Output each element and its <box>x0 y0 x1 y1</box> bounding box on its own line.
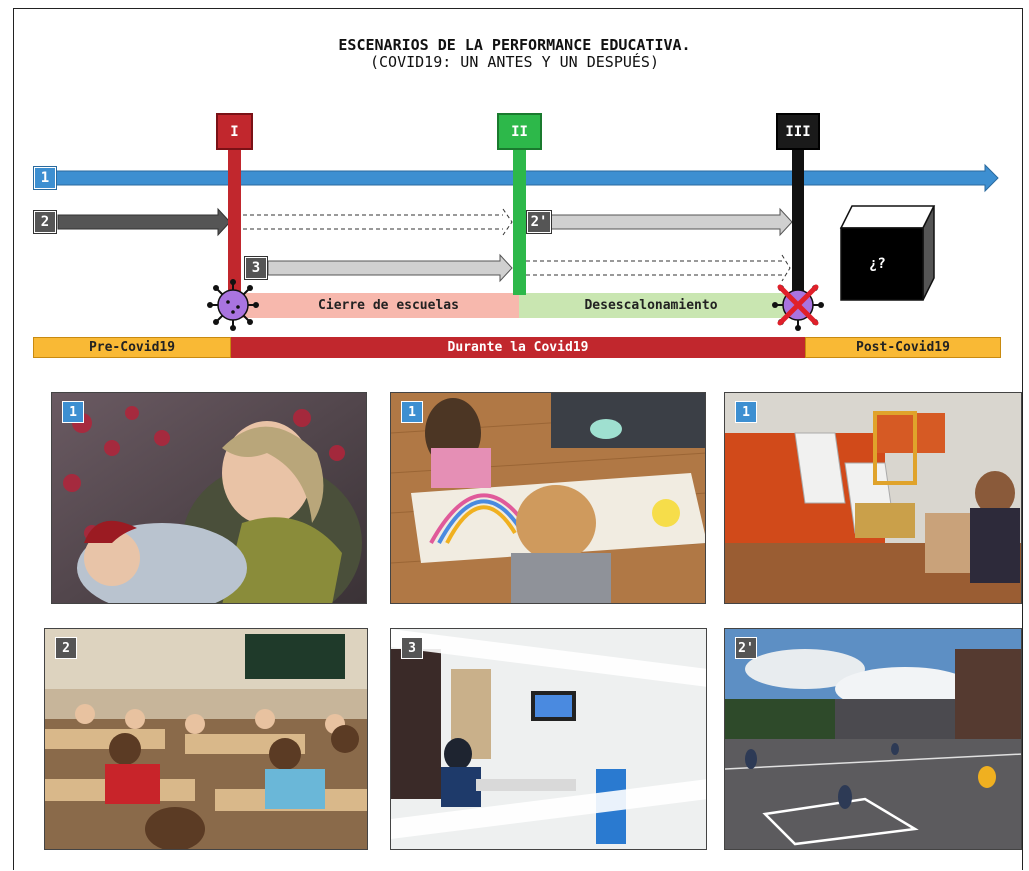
arrow-badge-1: 1 <box>33 166 57 190</box>
phase-bar-desescalonamiento <box>519 293 797 318</box>
photo-online-class-image <box>391 629 706 849</box>
arrow-badge-2prime: 2' <box>526 210 552 234</box>
diagram-title: ESCENARIOS DE LA PERFORMANCE EDUCATIVA. <box>338 36 691 54</box>
arrow-3-dashed <box>526 254 791 282</box>
photo-classroom-image <box>45 629 367 849</box>
milestone-line-II <box>513 150 526 295</box>
arrow-badge-3: 3 <box>244 256 268 280</box>
photo-mother-child: 1 <box>51 392 367 604</box>
timeline-diagram <box>54 150 999 331</box>
arrow-2prime <box>549 207 793 237</box>
photo-children-drawing: 1 <box>390 392 706 604</box>
virus-icon <box>207 279 259 331</box>
photo-badge: 1 <box>735 401 757 423</box>
photo-mother-child-image <box>52 393 366 603</box>
arrow-1 <box>54 163 999 193</box>
arrow-2-dashed <box>243 208 513 236</box>
unknown-label: ¿? <box>869 256 886 272</box>
photo-badge: 3 <box>401 637 423 659</box>
photo-schoolyard-image <box>725 629 1021 849</box>
arrow-badge-2: 2 <box>33 210 57 234</box>
photo-badge: 1 <box>401 401 423 423</box>
period-durante-covid: Durante la Covid19 <box>231 337 805 358</box>
virus-crossed-icon <box>772 279 824 331</box>
frame <box>13 8 1023 870</box>
arrow-2 <box>57 207 231 237</box>
milestone-line-I <box>228 150 241 295</box>
diagram-subtitle: (COVID19: UN ANTES Y UN DESPUÉS) <box>370 53 659 71</box>
photo-classroom: 2 <box>44 628 368 850</box>
milestone-badge-I: I <box>216 113 253 150</box>
photo-living-room: 1 <box>724 392 1022 604</box>
photo-badge: 1 <box>62 401 84 423</box>
arrow-3 <box>267 253 513 283</box>
photo-badge: 2 <box>55 637 77 659</box>
photo-online-class: 3 <box>390 628 707 850</box>
photo-badge: 2' <box>735 637 757 659</box>
period-post-covid: Post-Covid19 <box>805 337 1001 358</box>
milestone-line-III <box>792 150 804 295</box>
unknown-cube-icon <box>839 205 936 301</box>
photo-schoolyard: 2' <box>724 628 1022 850</box>
phase-bar-cierre <box>238 293 519 318</box>
photo-children-drawing-image <box>391 393 705 603</box>
phase-label-desescalonamiento: Desescalonamiento <box>584 298 718 313</box>
milestone-badge-II: II <box>497 113 542 150</box>
milestone-badge-III: III <box>776 113 820 150</box>
photo-living-room-image <box>725 393 1021 603</box>
period-pre-covid: Pre-Covid19 <box>33 337 231 358</box>
phase-label-cierre: Cierre de escuelas <box>318 298 459 313</box>
